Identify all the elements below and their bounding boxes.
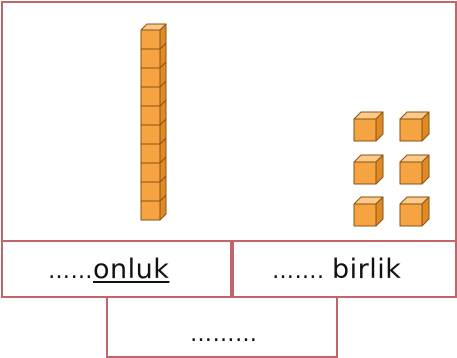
rod-cube	[140, 118, 167, 145]
rod-cube	[140, 175, 167, 202]
rod-cube	[140, 137, 167, 164]
rod-cube	[140, 99, 167, 126]
cube-front-face	[353, 118, 377, 142]
tens-answer-box	[1, 240, 232, 298]
cube-front-face	[399, 118, 423, 142]
ones-answer-box	[232, 240, 457, 298]
ones-word: birlik	[332, 254, 402, 285]
rod-cube-front	[140, 48, 161, 69]
unit-cube	[399, 154, 430, 185]
tens-blank: ……	[48, 259, 93, 284]
rod-cube-front	[140, 67, 161, 88]
tens-rod	[140, 23, 167, 221]
rod-cube	[140, 23, 167, 50]
rod-cube-top	[140, 23, 167, 31]
cube-front-face	[399, 203, 423, 227]
rod-cube-front	[140, 105, 161, 126]
cube-front-face	[399, 161, 423, 185]
ones-label: ……. birlik	[272, 254, 401, 285]
unit-cube	[353, 111, 384, 142]
rod-cube-front	[140, 200, 161, 221]
rod-cube-front	[140, 86, 161, 107]
total-answer-box	[106, 298, 338, 358]
unit-cube	[399, 111, 430, 142]
tens-word: onluk	[93, 254, 170, 285]
tens-label: ……onluk	[48, 254, 169, 285]
cube-front-face	[353, 161, 377, 185]
cube-front-face	[353, 203, 377, 227]
unit-cube	[353, 196, 384, 227]
ones-blank: …….	[272, 259, 332, 284]
unit-cube	[399, 196, 430, 227]
unit-cube	[353, 154, 384, 185]
rod-cube-front	[140, 29, 161, 50]
rod-cube-front	[140, 181, 161, 202]
rod-cube-front	[140, 143, 161, 164]
rod-cube-front	[140, 124, 161, 145]
rod-cube-front	[140, 162, 161, 183]
total-blank: ………	[190, 322, 258, 347]
